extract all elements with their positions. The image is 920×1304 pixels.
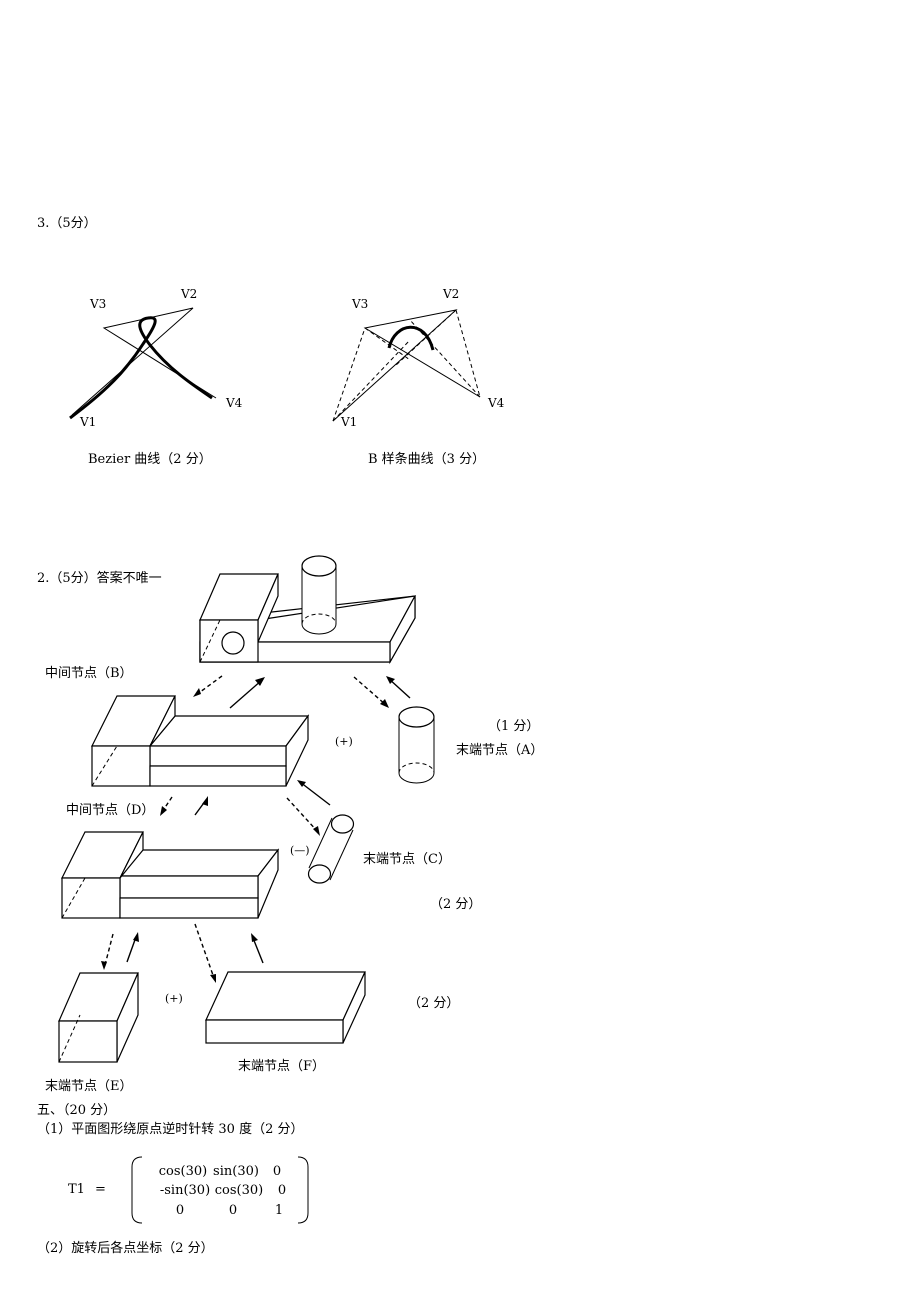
op-plus-1: (+) bbox=[335, 735, 353, 748]
op-minus: (—) bbox=[290, 844, 310, 857]
bspline-label-v2: V2 bbox=[443, 287, 460, 301]
matrix-cell: 0 bbox=[228, 1203, 238, 1218]
node-f-label: 末端节点（F） bbox=[238, 1059, 326, 1074]
matrix-cell: cos(30) bbox=[214, 1183, 264, 1198]
matrix-cell: 0 bbox=[272, 1164, 282, 1179]
bspline-label-v1: V1 bbox=[341, 415, 358, 429]
csg-node-b-solid bbox=[91, 695, 310, 787]
node-a-label: 末端节点（A） bbox=[456, 743, 544, 758]
matrix-name: T1 bbox=[68, 1182, 85, 1197]
q5-heading: 五、（20 分） bbox=[37, 1103, 117, 1118]
csg-node-c-solid bbox=[307, 814, 355, 884]
bezier-caption: Bezier 曲线（2 分） bbox=[88, 452, 212, 467]
node-b-label: 中间节点（B） bbox=[45, 666, 133, 681]
matrix-cell: sin(30) bbox=[213, 1164, 259, 1179]
csg-root-solid bbox=[199, 555, 417, 665]
matrix-cell: 0 bbox=[277, 1183, 287, 1198]
matrix-equals: = bbox=[95, 1182, 106, 1197]
node-c-label: 末端节点（C） bbox=[363, 852, 451, 867]
matrix-cell: 0 bbox=[175, 1203, 185, 1218]
matrix-cell: cos(30) bbox=[158, 1164, 208, 1179]
bspline-label-v4: V4 bbox=[488, 396, 505, 410]
q2-heading: 2.（5分）答案不唯一 bbox=[37, 571, 162, 586]
q5-step2: （2）旋转后各点坐标（2 分） bbox=[37, 1241, 214, 1256]
bspline-caption: B 样条曲线（3 分） bbox=[368, 452, 486, 467]
score-2-label: （2 分） bbox=[430, 897, 482, 912]
csg-node-f-solid bbox=[205, 971, 366, 1044]
bspline-label-v3: V3 bbox=[352, 297, 369, 311]
q3-heading: 3.（5分） bbox=[37, 216, 97, 231]
bezier-label-v1: V1 bbox=[80, 415, 97, 429]
matrix-cell: -sin(30) bbox=[159, 1183, 211, 1198]
op-plus-2: (+) bbox=[165, 992, 183, 1005]
matrix-cell: 1 bbox=[274, 1203, 284, 1218]
score-3-label: （2 分） bbox=[408, 996, 460, 1011]
csg-node-a-solid bbox=[398, 706, 435, 784]
bezier-label-v3: V3 bbox=[90, 297, 107, 311]
node-d-label: 中间节点（D） bbox=[66, 803, 155, 818]
csg-node-d-solid bbox=[61, 831, 280, 919]
q5-step1: （1）平面图形绕原点逆时针转 30 度（2 分） bbox=[37, 1122, 304, 1137]
bezier-label-v2: V2 bbox=[181, 287, 198, 301]
csg-node-e-solid bbox=[58, 972, 139, 1063]
score-1-label: （1 分） bbox=[488, 719, 540, 734]
node-e-label: 末端节点（E） bbox=[45, 1079, 133, 1094]
bezier-label-v4: V4 bbox=[226, 396, 243, 410]
